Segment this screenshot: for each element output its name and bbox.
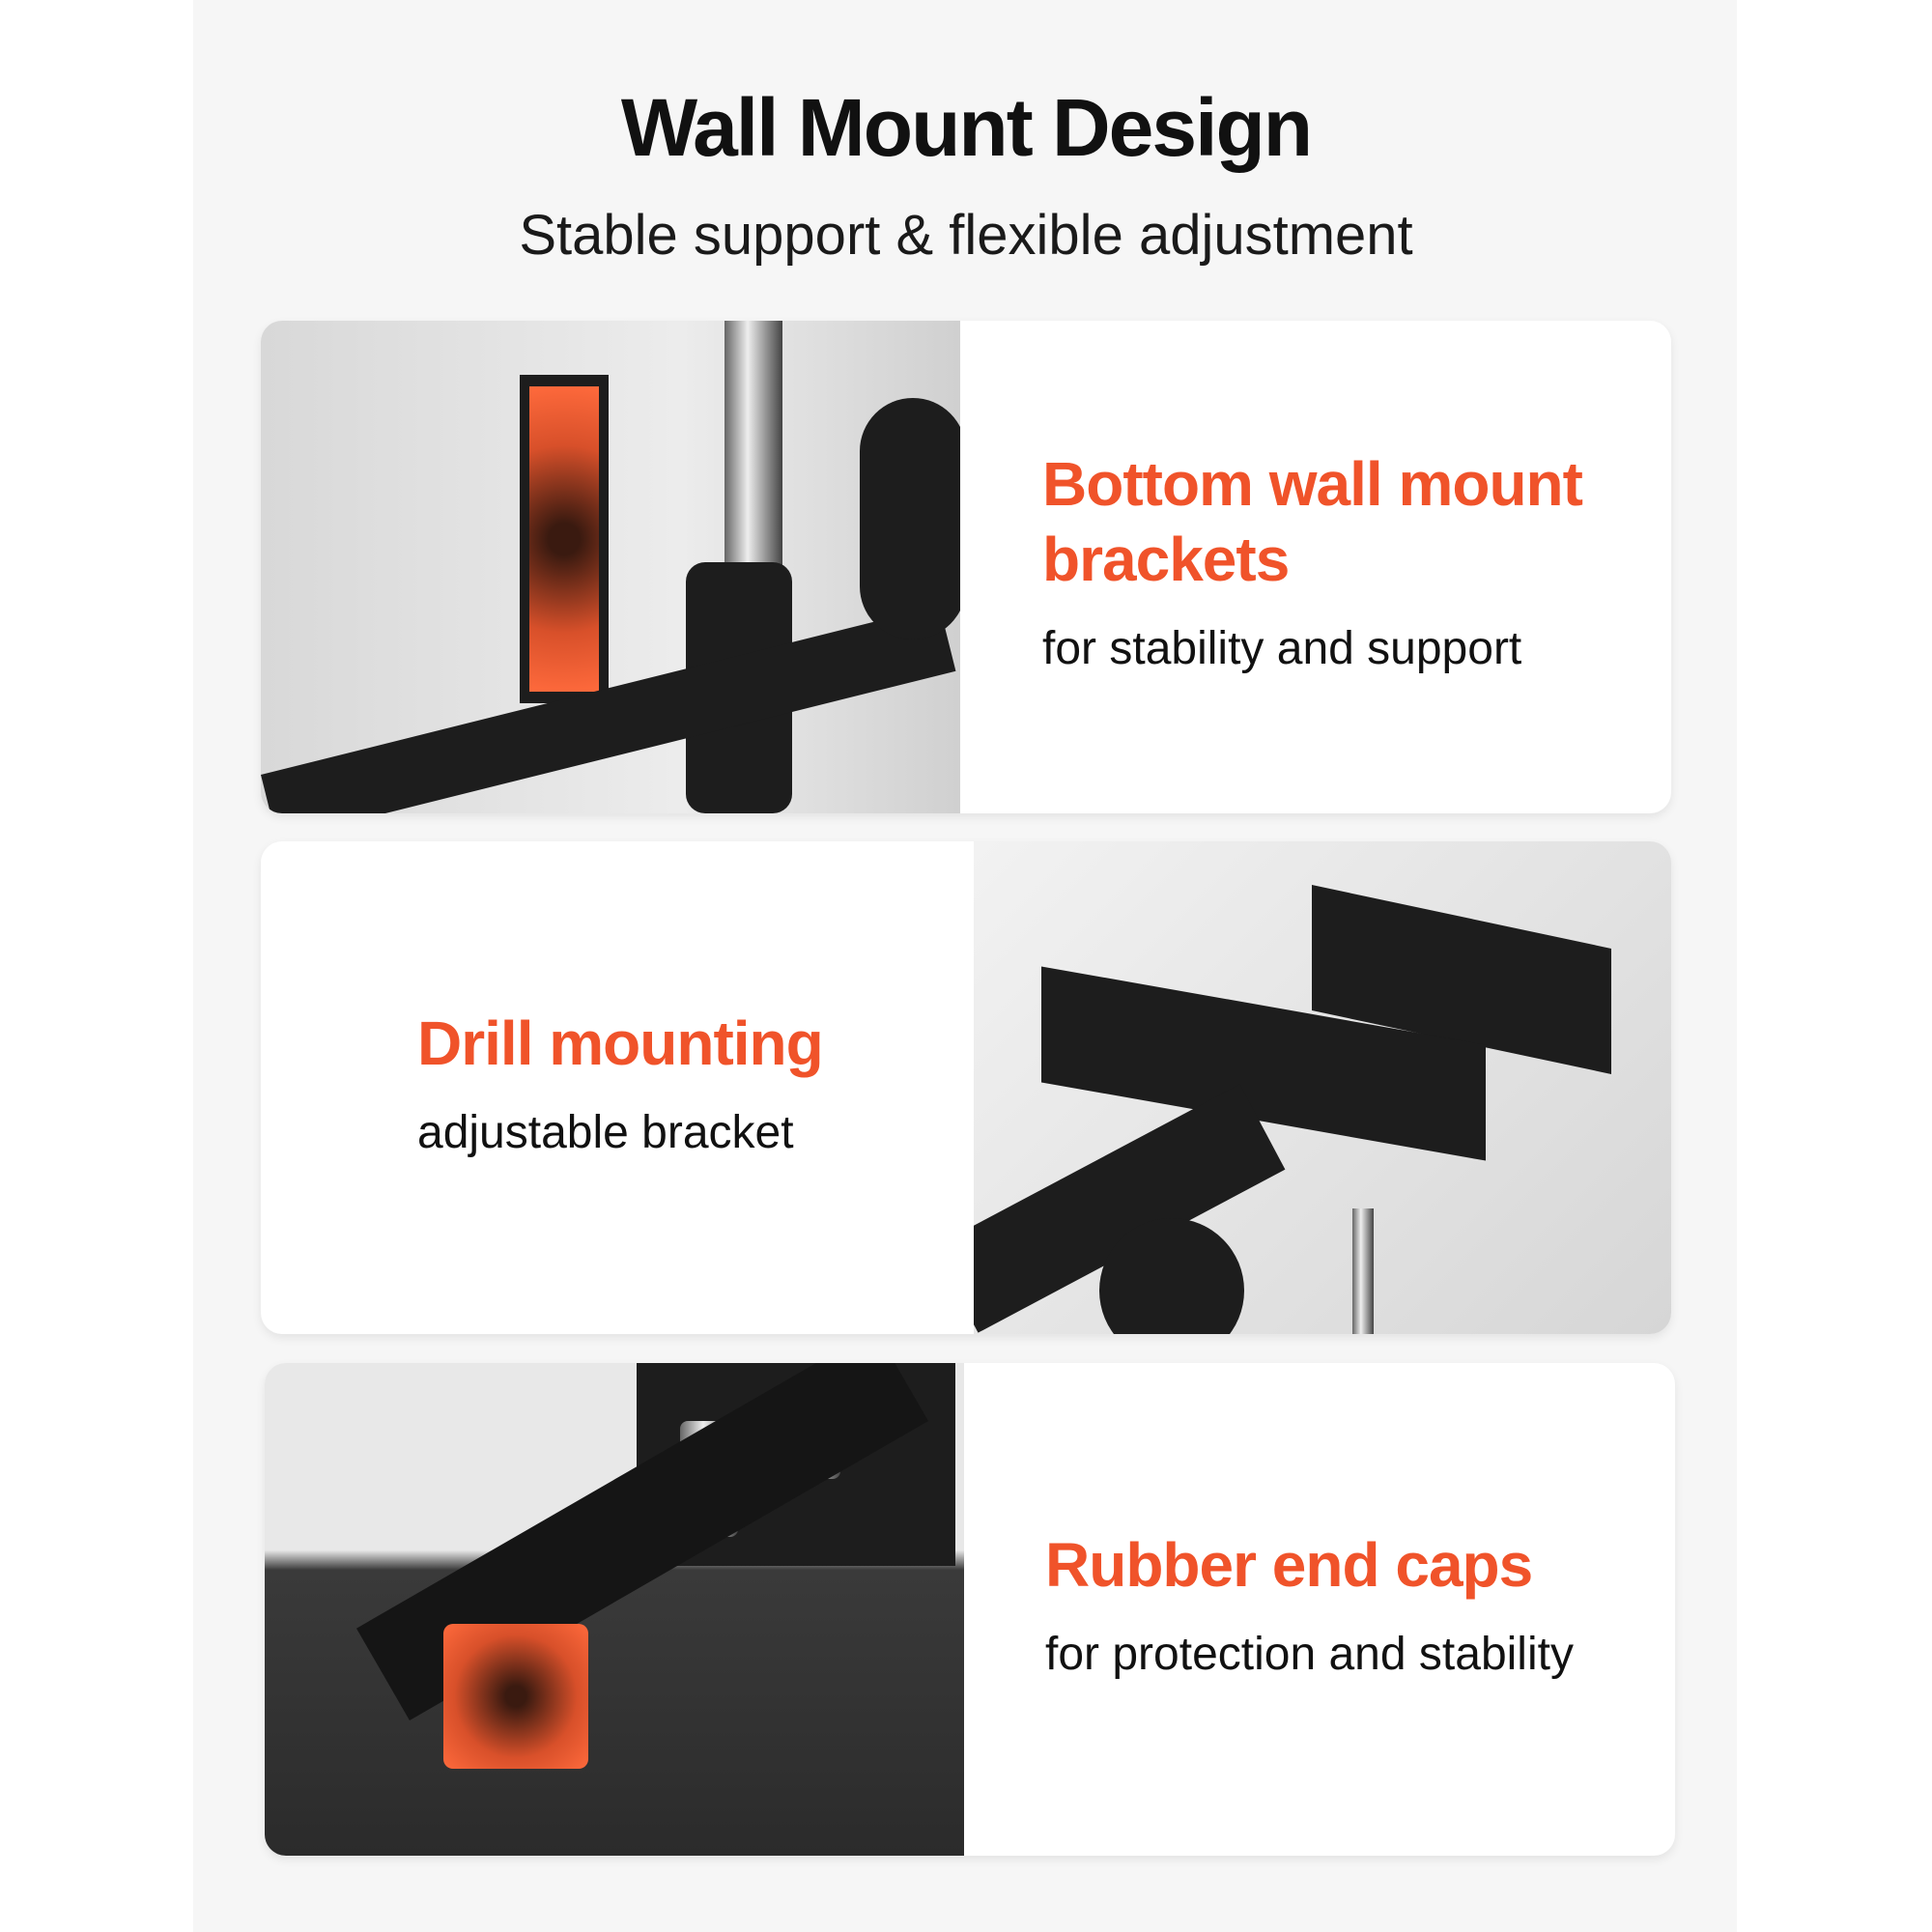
- feature-heading: Drill mounting: [417, 1009, 824, 1078]
- rubber-cap-photo: [265, 1363, 964, 1856]
- drill-bracket-photo: [974, 841, 1671, 1334]
- feature-card-wall-brackets: Bottom wall mount brackets for stability…: [261, 321, 1671, 813]
- page-subtitle: Stable support & flexible adjustment: [519, 204, 1413, 267]
- feature-description: for stability and support: [1042, 623, 1522, 674]
- feature-text: Bottom wall mount brackets for stability…: [1042, 446, 1583, 675]
- page-title: Wall Mount Design: [620, 82, 1313, 173]
- feature-card-drill-mounting: Drill mounting adjustable bracket: [261, 841, 1671, 1334]
- feature-card-rubber-caps: Rubber end caps for protection and stabi…: [265, 1363, 1675, 1856]
- wall-bracket-photo: [261, 321, 960, 813]
- feature-description: for protection and stability: [1045, 1629, 1574, 1680]
- feature-text: Drill mounting adjustable bracket: [417, 1006, 824, 1159]
- feature-text: Rubber end caps for protection and stabi…: [1045, 1527, 1574, 1681]
- feature-description: adjustable bracket: [417, 1107, 794, 1158]
- feature-heading: Bottom wall mount brackets: [1042, 449, 1583, 594]
- feature-heading: Rubber end caps: [1045, 1530, 1533, 1600]
